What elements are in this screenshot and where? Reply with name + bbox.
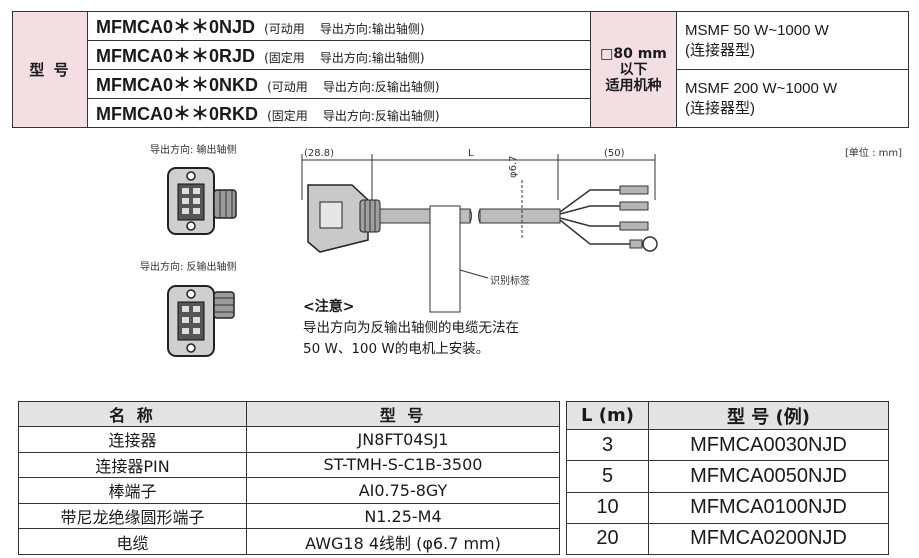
applicable-below: 以下: [619, 61, 648, 78]
dim-diameter: φ6.7: [508, 155, 519, 179]
applicable-size: □80 mm: [600, 45, 667, 62]
model-row: MFMCA0＊＊0NKD (可动用 导出方向:反输出轴侧): [87, 69, 591, 99]
length-value: 10: [566, 491, 649, 524]
motor-range: MSMF 50 W~1000 W: [685, 21, 829, 39]
model-row: MFMCA0＊＊0RKD (固定用 导出方向:反输出轴侧): [87, 98, 591, 128]
part-name: 棒端子: [18, 477, 247, 504]
length-model: MFMCA0200NJD: [648, 522, 889, 556]
motor-range: MSMF 200 W~1000 W: [685, 79, 838, 97]
col-header-model-example: 型 号 (例): [648, 401, 889, 430]
length-model: MFMCA0030NJD: [648, 428, 889, 462]
col-header-name: 名 称: [18, 401, 247, 427]
table-row: 棒端子 AI0.75-8GY: [18, 477, 560, 504]
unit-label: [单位 : mm]: [845, 148, 903, 159]
reverse-side-label: 导出方向: 反输出轴侧: [140, 262, 237, 273]
model-row: MFMCA0＊＊0RJD (固定用 导出方向:输出轴侧): [87, 40, 591, 70]
part-model: AI0.75-8GY: [246, 477, 560, 504]
table-row: 连接器PIN ST-TMH-S-C1B-3500: [18, 451, 560, 479]
table-row: 连接器 JN8FT04SJ1: [18, 426, 560, 453]
part-name: 带尼龙绝缘圆形端子: [18, 502, 247, 530]
note-title: <注意>: [303, 299, 355, 315]
parts-table: 名 称 型 号 连接器 JN8FT04SJ1 连接器PIN ST-TMH-S-C…: [18, 401, 560, 555]
table-row: 10 MFMCA0100NJD: [566, 491, 889, 524]
table-row: 20 MFMCA0200NJD: [566, 522, 889, 556]
table-row: 3 MFMCA0030NJD: [566, 428, 889, 462]
output-side-label: 导出方向: 输出轴侧: [150, 145, 237, 156]
table-row: 5 MFMCA0050NJD: [566, 460, 889, 493]
part-model: N1.25-M4: [246, 502, 560, 530]
model-code: MFMCA0＊＊0RKD: [96, 104, 258, 124]
model-code: MFMCA0＊＊0RJD: [96, 46, 256, 66]
model-direction: 导出方向:反输出轴侧): [322, 80, 440, 94]
length-table: L (m) 型 号 (例) 3 MFMCA0030NJD 5 MFMCA0050…: [566, 401, 889, 556]
connector-output-side-image: [167, 167, 237, 235]
length-value: 20: [566, 522, 649, 556]
dim-mid: L: [468, 148, 474, 159]
applicable-label: □80 mm 以下 适用机种: [590, 11, 677, 128]
model-code: MFMCA0＊＊0NKD: [96, 75, 258, 95]
length-value: 5: [566, 460, 649, 493]
col-header-model: 型 号: [246, 401, 560, 427]
model-note: (固定用: [267, 109, 308, 123]
table-row: 电缆 AWG18 4线制 (φ6.7 mm): [18, 528, 560, 555]
cable-drawing: [301, 154, 658, 313]
note-line: 50 W、100 W的电机上安装。: [303, 341, 490, 357]
applicable-models: 适用机种: [605, 77, 662, 94]
model-note: (可动用: [267, 80, 308, 94]
note-line: 导出方向为反输出轴侧的电缆无法在: [303, 320, 519, 336]
model-row: MFMCA0＊＊0NJD (可动用 导出方向:输出轴侧): [87, 11, 591, 41]
model-note: (可动用: [264, 22, 305, 36]
model-label: 型 号: [12, 11, 88, 128]
model-direction: 导出方向:输出轴侧): [319, 22, 425, 36]
part-name: 电缆: [18, 528, 247, 555]
dim-right: (50): [604, 148, 625, 159]
motor-type: (连接器型): [685, 99, 755, 117]
length-value: 3: [566, 428, 649, 462]
length-model: MFMCA0050NJD: [648, 460, 889, 493]
length-model: MFMCA0100NJD: [648, 491, 889, 524]
motor-type: (连接器型): [685, 41, 755, 59]
part-name: 连接器: [18, 426, 247, 453]
model-table: 型 号 MFMCA0＊＊0NJD (可动用 导出方向:输出轴侧) □80 mm …: [12, 11, 909, 128]
connector-reverse-side-image: [167, 285, 235, 357]
part-model: AWG18 4线制 (φ6.7 mm): [246, 528, 560, 555]
model-code: MFMCA0＊＊0NJD: [96, 17, 256, 37]
dim-left: (28.8): [304, 148, 335, 159]
motor-cell: MSMF 50 W~1000 W (连接器型): [676, 11, 909, 70]
model-direction: 导出方向:反输出轴侧): [322, 109, 440, 123]
part-model: JN8FT04SJ1: [246, 426, 560, 453]
table-row: 带尼龙绝缘圆形端子 N1.25-M4: [18, 502, 560, 530]
model-note: (固定用: [264, 51, 305, 65]
part-name: 连接器PIN: [18, 451, 247, 479]
part-model: ST-TMH-S-C1B-3500: [246, 451, 560, 479]
motor-cell: MSMF 200 W~1000 W (连接器型): [676, 69, 909, 128]
col-header-length: L (m): [566, 401, 649, 430]
model-direction: 导出方向:输出轴侧): [319, 51, 425, 65]
id-label-text: 识别标签: [490, 276, 530, 287]
